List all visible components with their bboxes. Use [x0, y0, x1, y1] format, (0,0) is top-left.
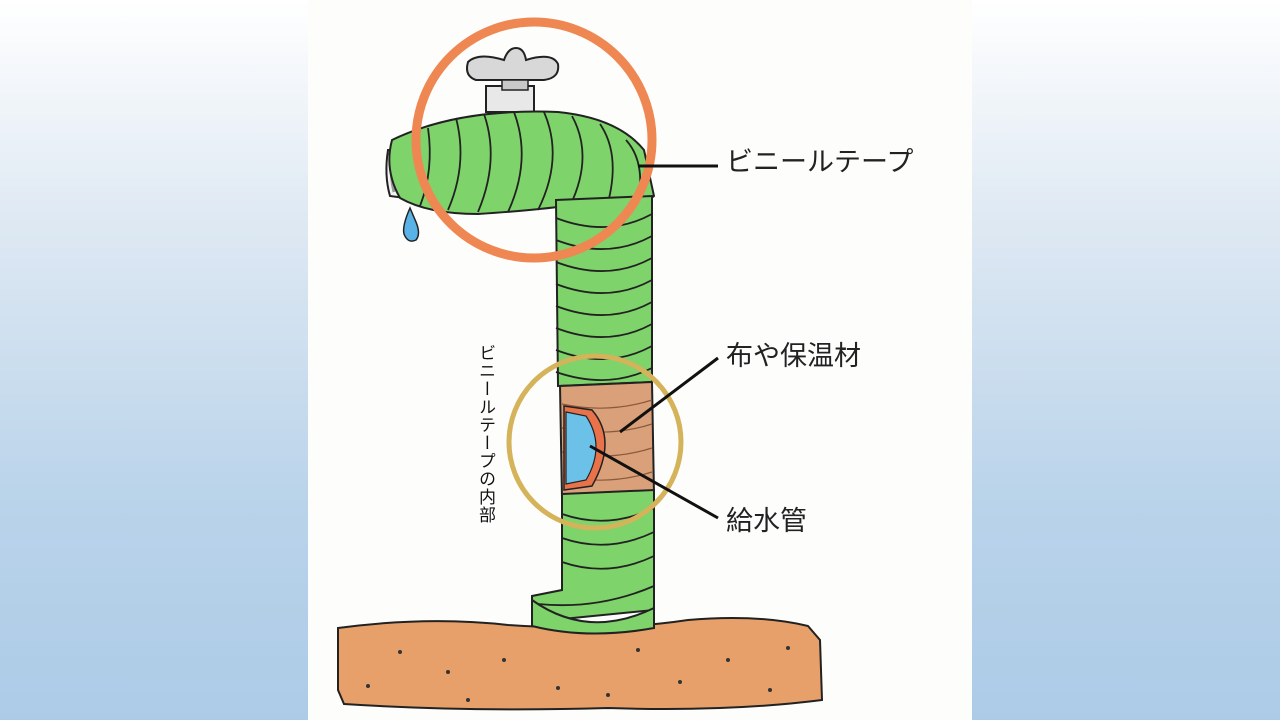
label-water-pipe: 給水管 [726, 506, 807, 537]
faucet-diagram [337, 17, 824, 711]
leader-water-pipe [589, 444, 719, 520]
water-drop [402, 206, 420, 242]
label-vinyl-tape: ビニールテープ [726, 147, 914, 178]
faucet-handle [466, 46, 560, 113]
highlight-circle-top [411, 17, 657, 263]
leader-cloth-insulation [619, 356, 719, 434]
wrapped-pipe [531, 194, 656, 635]
label-tape-inside: ビニールテープの内部 [475, 344, 495, 524]
illustration-panel: ビニールテープ 布や保温材 給水管 ビニールテープの内部 [308, 0, 972, 720]
label-cloth-insulation: 布や保温材 [726, 341, 861, 372]
highlight-circle-cutaway [506, 353, 684, 531]
ground [337, 617, 824, 711]
